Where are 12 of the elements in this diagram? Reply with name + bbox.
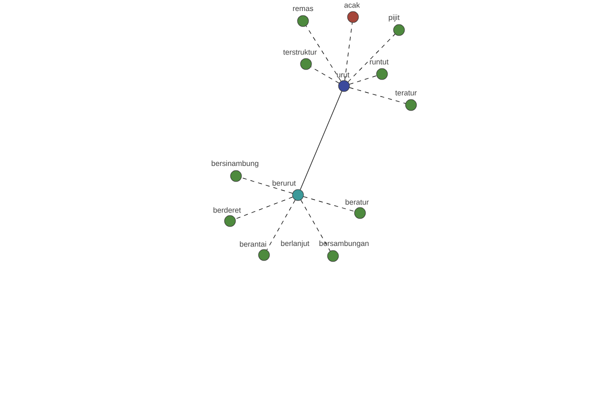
connector-line [235, 196, 293, 220]
connector-line [349, 75, 377, 85]
connector-line [344, 22, 353, 81]
connector-line [266, 200, 296, 250]
connector-line [310, 66, 340, 84]
connector-line [303, 196, 355, 212]
connector-line [348, 34, 396, 82]
connector-line [306, 26, 342, 82]
connector-line [349, 87, 406, 104]
connector-line [300, 91, 342, 190]
connector-line [241, 177, 293, 194]
connector-line [300, 200, 330, 252]
